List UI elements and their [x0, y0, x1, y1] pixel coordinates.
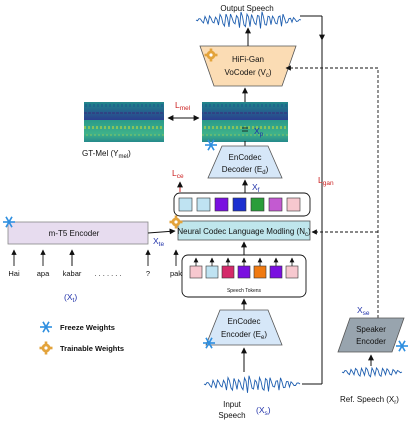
- xse-label: Xse: [357, 305, 370, 317]
- xt-label: (Xt): [64, 292, 77, 304]
- waveform-trace: [203, 375, 301, 393]
- speech-token: [221, 265, 235, 279]
- speaker-title: Speaker: [356, 325, 386, 334]
- input-word: ?: [146, 269, 150, 278]
- output-waveform: [195, 11, 302, 29]
- speech-tokens-label: Speech Tokens: [227, 288, 262, 294]
- waveform-trace: [341, 366, 403, 378]
- encodec-decoder-block: [207, 145, 283, 179]
- legend-freeze-label: Freeze Weights: [60, 323, 115, 332]
- xte-label: Xte: [153, 236, 164, 248]
- input-word: kabar: [63, 269, 82, 278]
- input-waveform: [203, 375, 301, 393]
- input-word: pak: [170, 269, 182, 278]
- speech-token-row: [189, 257, 299, 279]
- speech-token: [253, 265, 267, 279]
- input-word: Hai: [8, 269, 20, 278]
- predicted-token: [250, 197, 265, 212]
- encoder-subtitle: Encoder (Ee): [221, 330, 267, 341]
- speaker-encoder-block: [337, 317, 405, 353]
- arrow-mt5-to-nclm: [147, 228, 176, 235]
- legend-snowflake-icon: [39, 320, 53, 334]
- gt-mel-spectrogram: [84, 102, 164, 142]
- speech-token: [189, 265, 203, 279]
- output-speech-label: Output Speech: [220, 4, 273, 13]
- predicted-token: [178, 197, 193, 212]
- speaker-freeze-snowflake-icon: [395, 339, 409, 353]
- predicted-token-row: [178, 197, 301, 212]
- predicted-token: [268, 197, 283, 212]
- ref-speech-label: Ref. Speech (Xr): [340, 395, 399, 406]
- speech-token: [205, 265, 219, 279]
- encoder-title: EnCodec: [228, 317, 261, 326]
- input-word: apa: [37, 269, 50, 278]
- input-text-tokens: Hai apa kabar . . . . . . .? pak: [8, 249, 182, 278]
- speech-token: [285, 265, 299, 279]
- decoder-title: EnCodec: [229, 153, 262, 162]
- speaker-subtitle: Encoder: [356, 337, 386, 346]
- legend-gear-icon: [39, 341, 53, 355]
- predicted-token: [286, 197, 301, 212]
- decoder-subtitle: Decoder (Ed): [222, 165, 269, 176]
- lce-label: Lce: [172, 168, 184, 180]
- predicted-mel-spectrogram: [202, 102, 288, 142]
- input-speech-line1: Input: [223, 400, 242, 409]
- mt5-title: m-T5 Encoder: [49, 229, 100, 238]
- input-word: . . . . . . .: [94, 269, 121, 278]
- nclm-title: Neural Codec Language Modling (Nc): [177, 227, 311, 238]
- predicted-token: [196, 197, 211, 212]
- reference-waveform: [341, 366, 403, 378]
- predicted-token: [232, 197, 247, 212]
- legend-trainable-label: Trainable Weights: [60, 344, 124, 353]
- hifigan-vocoder-block: [199, 45, 297, 87]
- waveform-trace: [195, 11, 302, 29]
- gt-mel-label: GT-Mel (Ymel): [82, 149, 131, 160]
- hifigan-subtitle: VoCoder (Vc): [224, 68, 271, 79]
- nclm-block: [177, 220, 311, 241]
- xp-label: Xp: [254, 126, 264, 138]
- speech-token: [237, 265, 251, 279]
- predicted-token: [214, 197, 229, 212]
- hifigan-title: HiFi-Gan: [232, 55, 264, 64]
- input-speech-line2: Speech: [218, 411, 245, 420]
- speaker-to-vocoder-dashed: [285, 65, 379, 318]
- encodec-encoder-block: [205, 309, 283, 346]
- lmel-label: Lmel: [175, 100, 191, 112]
- lgan-label: Lgan: [318, 175, 334, 187]
- speech-token: [269, 265, 283, 279]
- xs-label: (Xs): [256, 405, 271, 417]
- xf-label: Xf: [252, 182, 260, 194]
